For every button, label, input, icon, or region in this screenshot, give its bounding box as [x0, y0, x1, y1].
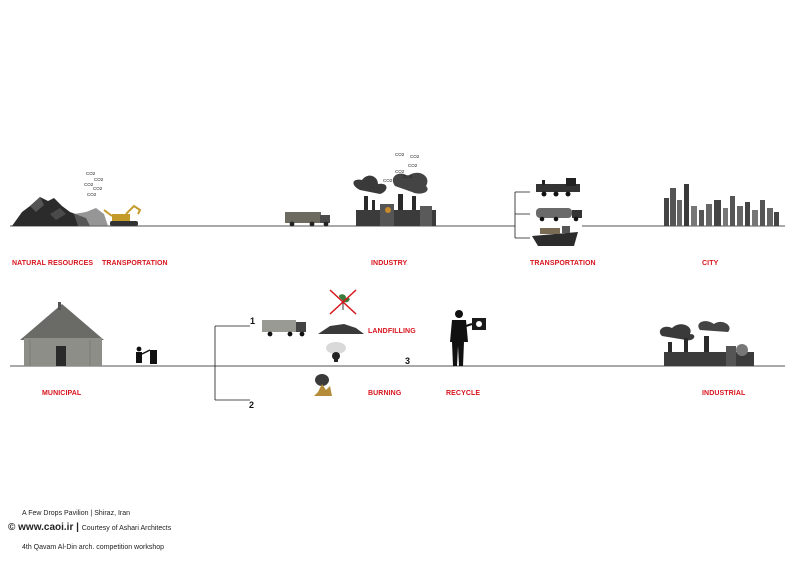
excavator-icon	[103, 204, 142, 226]
co2-mark: CO2	[87, 192, 97, 197]
co2-mark: CO2	[84, 182, 94, 187]
copyright-symbol: ©	[8, 522, 16, 533]
branch-number-1: 1	[250, 316, 256, 326]
branch-number-3: 3	[405, 356, 411, 366]
skull-icon	[326, 342, 346, 362]
label-transportation-2: TRANSPORTATION	[530, 260, 596, 267]
person-trash-icon	[136, 346, 157, 364]
person-recycle-icon	[450, 310, 486, 366]
site-credit-line: © www.caoi.ir | Courtesy of Ashari Archi…	[8, 522, 171, 533]
label-landfilling: LANDFILLING	[368, 328, 416, 335]
label-natural-resources: NATURAL RESOURCES	[12, 260, 94, 267]
separator: |	[76, 522, 79, 533]
co2-mark: CO2	[403, 174, 413, 179]
label-industry: INDUSTRY	[371, 260, 408, 267]
disposal-branch	[214, 325, 250, 401]
label-burning: BURNING	[368, 390, 402, 397]
co2-mark: CO2	[395, 169, 405, 174]
city-skyline-icon	[664, 184, 779, 226]
train-icon	[536, 178, 580, 197]
crossed-tree-icon	[329, 289, 357, 315]
label-recycle: RECYCLE	[446, 390, 481, 397]
industrial-plant-icon	[659, 321, 754, 366]
transport-branch	[514, 191, 530, 239]
tanker-truck-icon	[536, 208, 582, 222]
workshop-caption: 4th Qavam Al-Din arch. competition works…	[22, 544, 165, 551]
co2-mark: CO2	[94, 177, 104, 182]
truck-icon	[285, 212, 330, 227]
house-icon	[20, 302, 104, 366]
label-transportation-1: TRANSPORTATION	[102, 260, 168, 267]
co2-mark: CO2	[395, 152, 405, 157]
branch-number-2: 2	[249, 400, 255, 410]
co2-mark: CO2	[408, 163, 418, 168]
label-municipal: MUNICIPAL	[42, 390, 82, 397]
co2-mark: CO2	[86, 171, 96, 176]
project-caption: A Few Drops Pavilion | Shiraz, Iran	[22, 510, 131, 517]
mountain-icon	[12, 197, 108, 226]
co2-mark: CO2	[383, 178, 393, 183]
site-link[interactable]: www.caoi.ir	[18, 522, 74, 533]
courtesy-text: Courtesy of Ashari Architects	[81, 525, 172, 532]
cargo-ship-icon	[532, 226, 578, 246]
co2-mark: CO2	[93, 186, 103, 191]
burning-icon	[314, 374, 332, 396]
label-city: CITY	[702, 260, 719, 267]
garbage-truck-icon	[262, 320, 306, 337]
label-industrial: INDUSTRIAL	[702, 390, 746, 397]
factory-icon	[353, 172, 436, 226]
landfill-pile-icon	[318, 324, 364, 334]
co2-mark: CO2	[410, 154, 420, 159]
